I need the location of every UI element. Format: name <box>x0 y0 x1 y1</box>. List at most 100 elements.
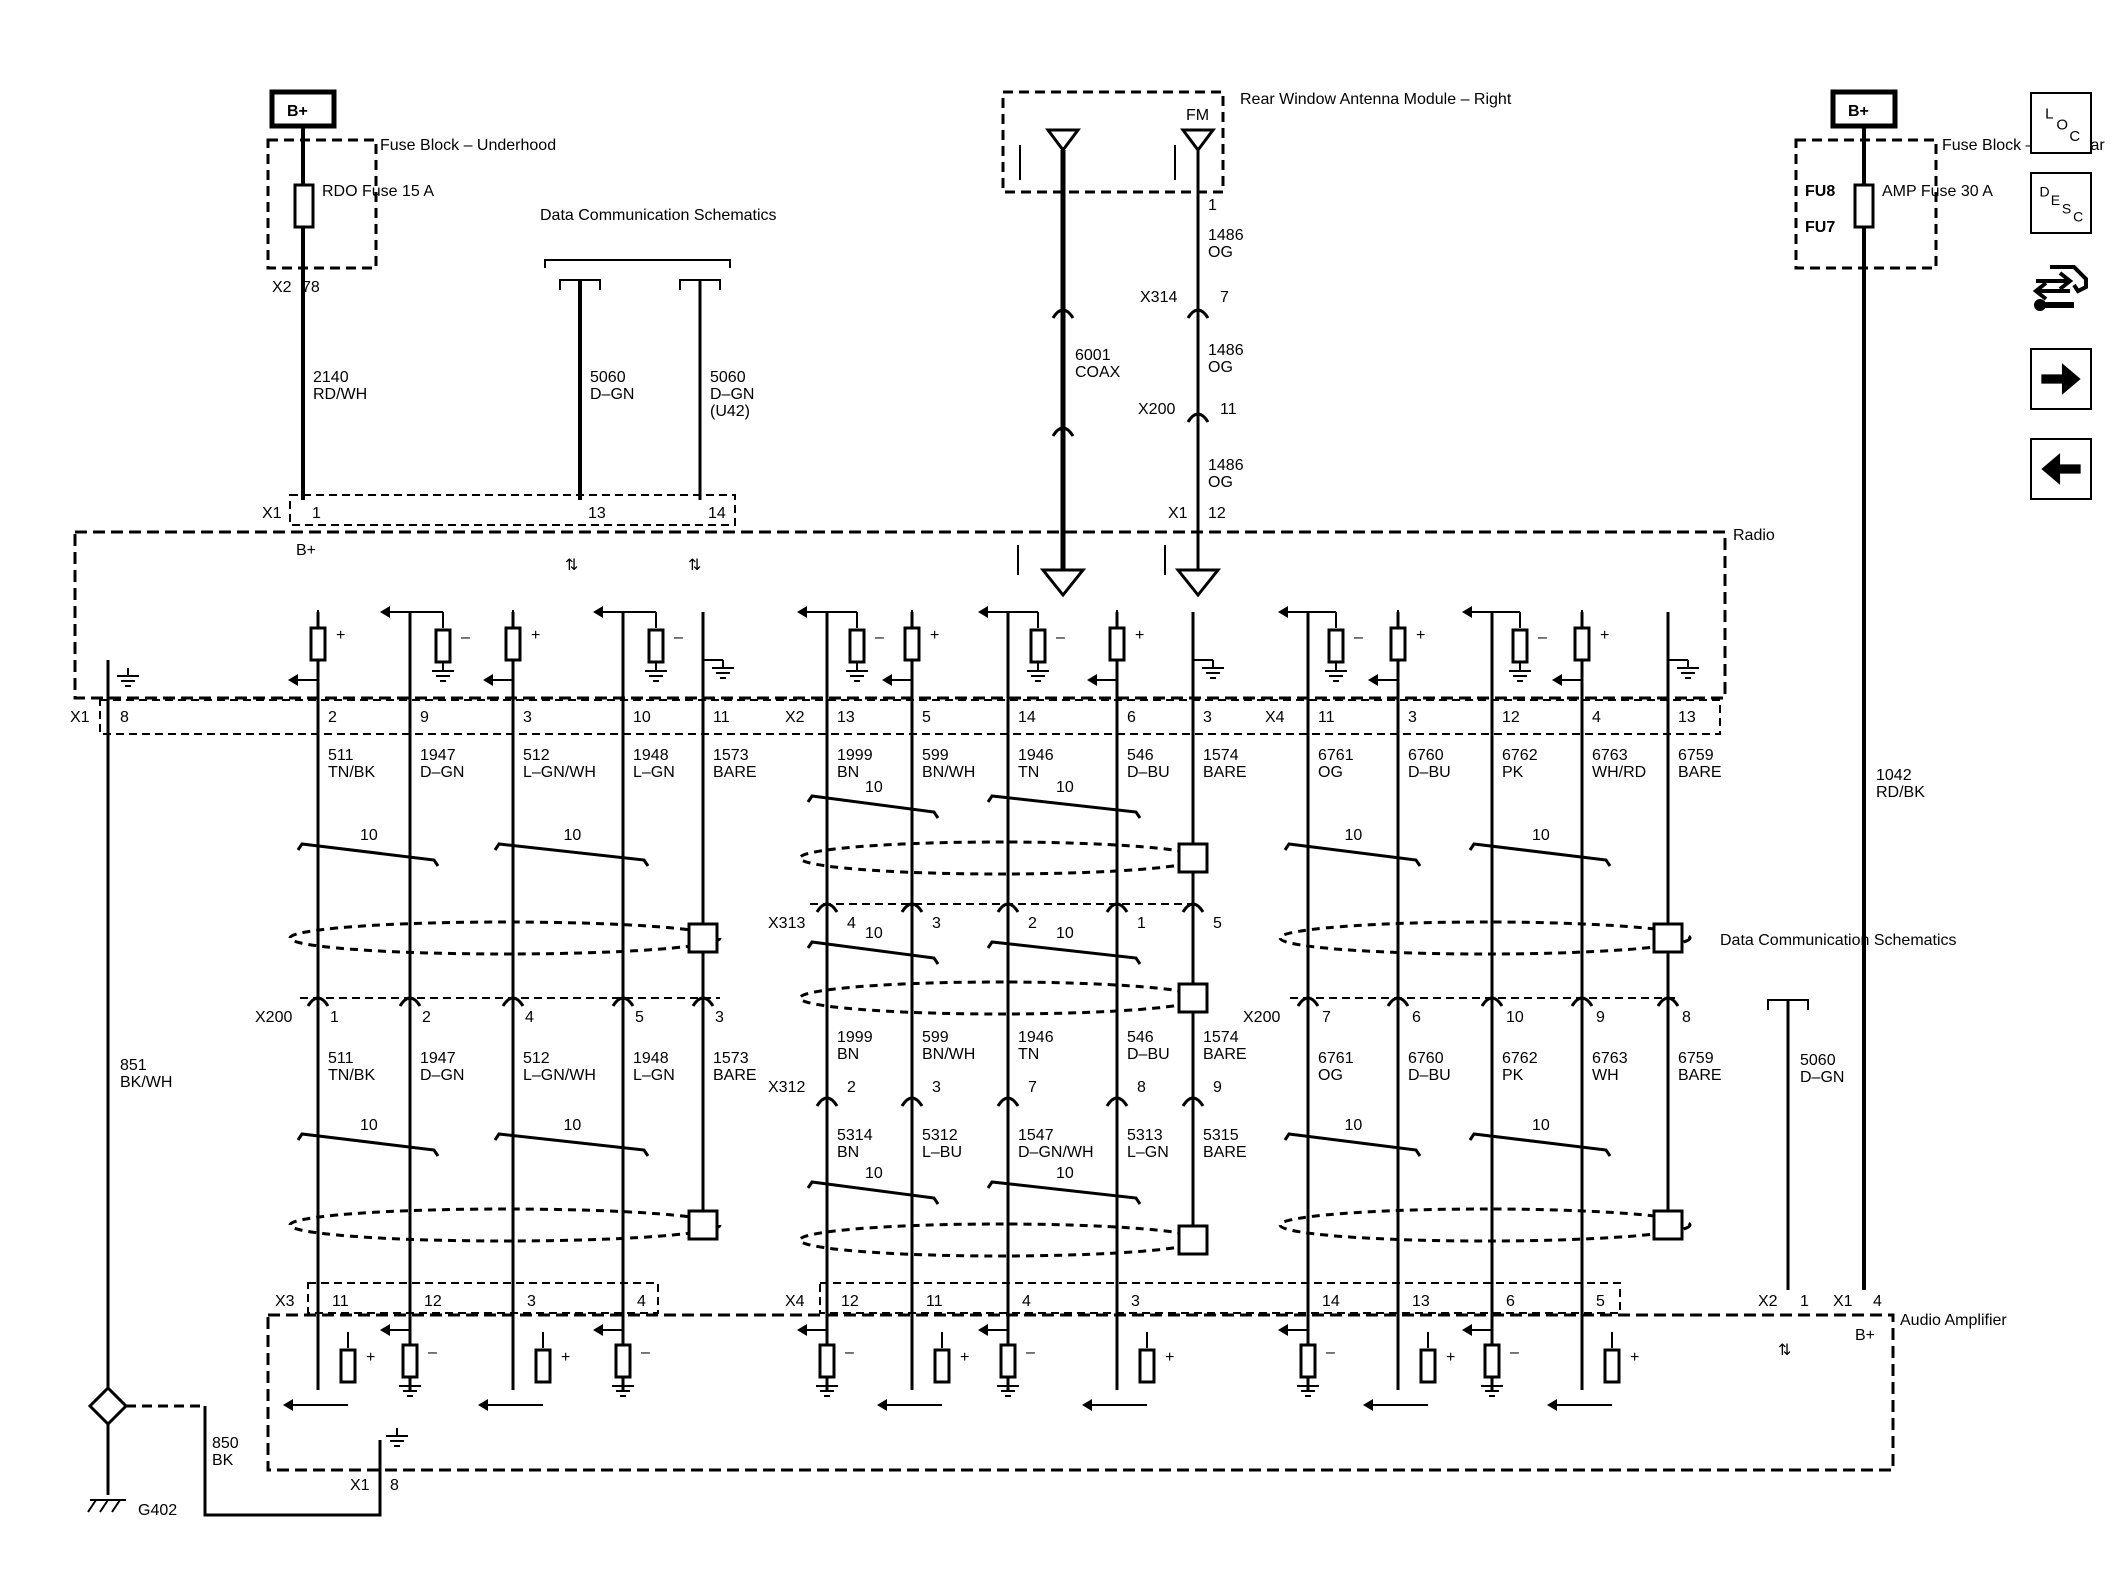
connector-view-button[interactable] <box>2030 255 2092 317</box>
g2-upper-pin-0: 13 <box>837 709 855 726</box>
g3-mid-pin-3: 9 <box>1596 1009 1605 1026</box>
svg-text:C: C <box>2069 128 2080 145</box>
g1-upper-pin-0: 2 <box>328 709 337 726</box>
g3-top-res-1 <box>1573 626 1591 662</box>
g1-amp-pin-2: 3 <box>527 1293 536 1310</box>
left-b-plus: B+ <box>287 103 308 120</box>
svg-text:E: E <box>2051 192 2060 208</box>
g1-twist-d-label: 10 <box>564 1117 582 1134</box>
g3-twist-b <box>1468 842 1612 867</box>
g2-amp-minus-res-1-sign: – <box>1026 1344 1035 1361</box>
left-power-supply: B+ Fuse Block – Underhood RDO Fuse 15 A … <box>266 89 556 500</box>
g3-amp-minus-gnd-0 <box>1296 1377 1320 1397</box>
g2-twist-d <box>986 940 1142 965</box>
g2-twist-d-label: 10 <box>1056 925 1074 942</box>
g1-upper-pin-3: 10 <box>633 709 651 726</box>
g3-twist-d <box>1468 1132 1612 1157</box>
g3-upper-pin-2: 12 <box>1502 709 1520 726</box>
g3-minus-gnd-0 <box>1324 662 1348 682</box>
g2-amp-res-0-sign: + <box>960 1349 969 1366</box>
g2-x313-pin-2: 2 <box>1028 915 1037 932</box>
g1-top-arrow-0 <box>288 674 298 686</box>
arrow-right-icon <box>2041 363 2081 395</box>
g1-upper-pin-1: 9 <box>420 709 429 726</box>
g2-twist-b <box>986 794 1142 819</box>
radio-label: Radio <box>1733 527 1775 544</box>
g2-bare-gnd <box>1201 659 1225 679</box>
g1-amp-minus-arrow-0 <box>380 1324 390 1336</box>
g3-shield-b <box>1278 1207 1692 1243</box>
g2-x313-pin-0: 4 <box>847 915 856 932</box>
g2-x2-label: X2 <box>785 709 805 726</box>
g2-twist-b-label: 10 <box>1056 779 1074 796</box>
g3-upper-pin-4: 13 <box>1678 709 1696 726</box>
data-arrows-2: ⇅ <box>688 557 701 574</box>
data-comm-right-label: Data Communication Schematics <box>1720 932 1957 949</box>
g1-top-res-1-sign: + <box>531 627 540 644</box>
g3-amp-minus-res-0-sign: – <box>1326 1344 1335 1361</box>
g2-shield-box-c <box>1177 1224 1209 1256</box>
g1-amp-res-0 <box>339 1348 357 1384</box>
g3-amp-pin-2: 6 <box>1506 1293 1515 1310</box>
g1-amp-minus-res-0 <box>401 1343 419 1379</box>
g1-twist-c <box>296 1132 440 1157</box>
g2-shield-box-b <box>1177 982 1209 1014</box>
g1-amp-pin-3: 4 <box>637 1293 646 1310</box>
g2-upper-pin-4: 3 <box>1203 709 1212 726</box>
g2-twist-e-label: 10 <box>865 1165 883 1182</box>
g3-minus-gnd-1 <box>1508 662 1532 682</box>
g3-minus-res-0-sign: – <box>1354 629 1363 646</box>
g3-amp-minus-res-0 <box>1299 1343 1317 1379</box>
fu7-label: FU7 <box>1805 219 1835 236</box>
g1-amp-minus-res-1 <box>614 1343 632 1379</box>
g2-upper-pin-2: 14 <box>1018 709 1036 726</box>
g1-upper-pin-4: 11 <box>713 709 730 726</box>
previous-page-button[interactable] <box>2030 438 2092 500</box>
g1-amp-res-0-sign: + <box>366 1349 375 1366</box>
g3-minus-res-0 <box>1327 628 1345 664</box>
g2-shield-c <box>798 1222 1202 1258</box>
g3-twist-a <box>1283 842 1422 867</box>
g2-bare-link <box>1192 659 1213 720</box>
g1-amp-minus-res-0-sign: – <box>428 1344 437 1361</box>
g2-minus-res-0-sign: – <box>875 629 884 646</box>
g2-amp-minus-res-0-sign: – <box>845 1344 854 1361</box>
g1-mid-pin-1: 2 <box>422 1009 431 1026</box>
g2-x312-label: X312 <box>768 1079 805 1096</box>
g2-amp-minus-arrow-0 <box>797 1324 807 1336</box>
g1-minus-gnd-0 <box>431 662 455 682</box>
g1-top-res-1 <box>504 626 522 662</box>
g2-x313-pin-3: 1 <box>1137 915 1146 932</box>
g3-top-res-1-sign: + <box>1600 627 1609 644</box>
g1-amp-pin-1: 12 <box>424 1293 442 1310</box>
g2-top-arrow-0 <box>882 674 892 686</box>
g3-amp-minus-arrow-0 <box>1278 1324 1288 1336</box>
g1-minus-res-0-sign: – <box>461 629 470 646</box>
g1-amp-minus-gnd-0 <box>398 1377 422 1397</box>
next-page-button[interactable] <box>2030 348 2092 410</box>
g2-upper-pin-1: 5 <box>922 709 931 726</box>
g1-top-res-0 <box>309 626 327 662</box>
